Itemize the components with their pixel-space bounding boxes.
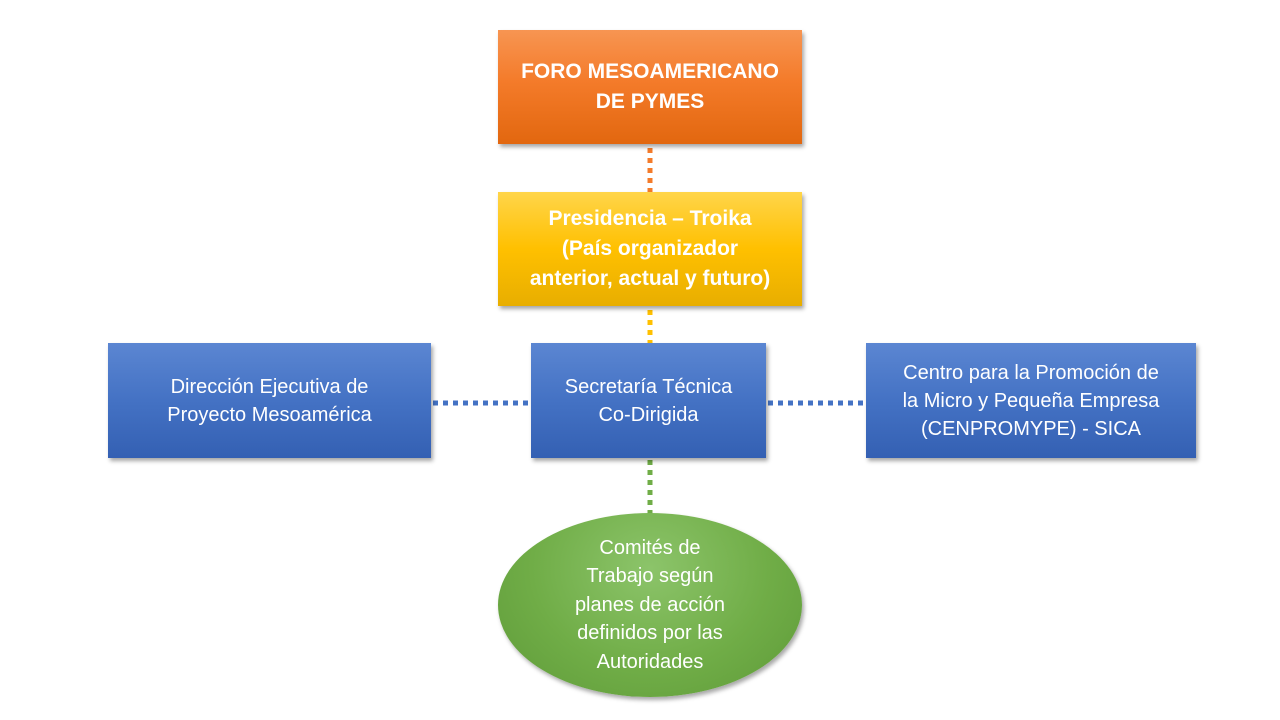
node-foro-label: FORO MESOAMERICANO DE PYMES bbox=[521, 60, 779, 113]
node-presidencia-troika: Presidencia – Troika (País organizador a… bbox=[498, 192, 802, 306]
node-foro-mesoamericano: FORO MESOAMERICANO DE PYMES bbox=[498, 30, 802, 144]
node-comites-label: Comités de Trabajo según planes de acció… bbox=[574, 536, 726, 673]
node-secretaria-tecnica: Secretaría Técnica Co-Dirigida bbox=[531, 343, 766, 458]
node-direccion-ejecutiva: Dirección Ejecutiva de Proyecto Mesoamér… bbox=[108, 343, 431, 458]
node-cenpromype-label: Centro para la Promoción de la Micro y P… bbox=[902, 361, 1160, 440]
node-secretaria-label: Secretaría Técnica Co-Dirigida bbox=[564, 375, 733, 426]
node-cenpromype: Centro para la Promoción de la Micro y P… bbox=[866, 343, 1196, 458]
node-presidencia-label: Presidencia – Troika (País organizador a… bbox=[529, 207, 771, 290]
node-comites-trabajo: Comités de Trabajo según planes de acció… bbox=[498, 513, 802, 697]
node-direccion-label: Dirección Ejecutiva de Proyecto Mesoamér… bbox=[167, 375, 372, 426]
